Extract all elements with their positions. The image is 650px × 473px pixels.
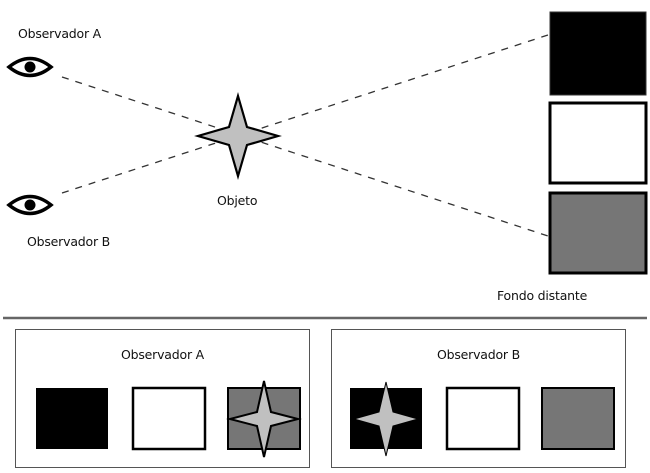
background-swatch-white — [548, 101, 648, 185]
sight-line-a-to-gray — [61, 76, 549, 237]
swatch-gray — [541, 387, 615, 450]
panel-title: Observador B — [436, 347, 521, 362]
eye-icon — [6, 194, 54, 216]
panel-swatches — [350, 381, 615, 457]
background-label: Fondo distante — [497, 288, 588, 303]
panel-swatches — [36, 380, 302, 458]
swatch-white — [131, 386, 207, 451]
four-point-star-icon — [352, 381, 420, 457]
observer-a-label: Observador A — [18, 26, 102, 41]
sight-line-b-to-black — [61, 34, 549, 194]
swatch-black — [36, 388, 108, 449]
background-swatch-black — [549, 11, 647, 96]
swatch-white — [445, 386, 521, 451]
object-label: Objeto — [217, 193, 258, 208]
four-point-star-icon — [194, 92, 282, 180]
observer-b-panel: Observador B — [331, 329, 626, 468]
four-point-star-icon — [226, 380, 302, 458]
observer-b-label: Observador B — [27, 234, 111, 249]
background-swatch-gray — [548, 191, 648, 275]
panel-title: Observador A — [120, 347, 205, 362]
observer-a-panel: Observador A — [15, 329, 310, 468]
eye-icon — [6, 56, 54, 78]
